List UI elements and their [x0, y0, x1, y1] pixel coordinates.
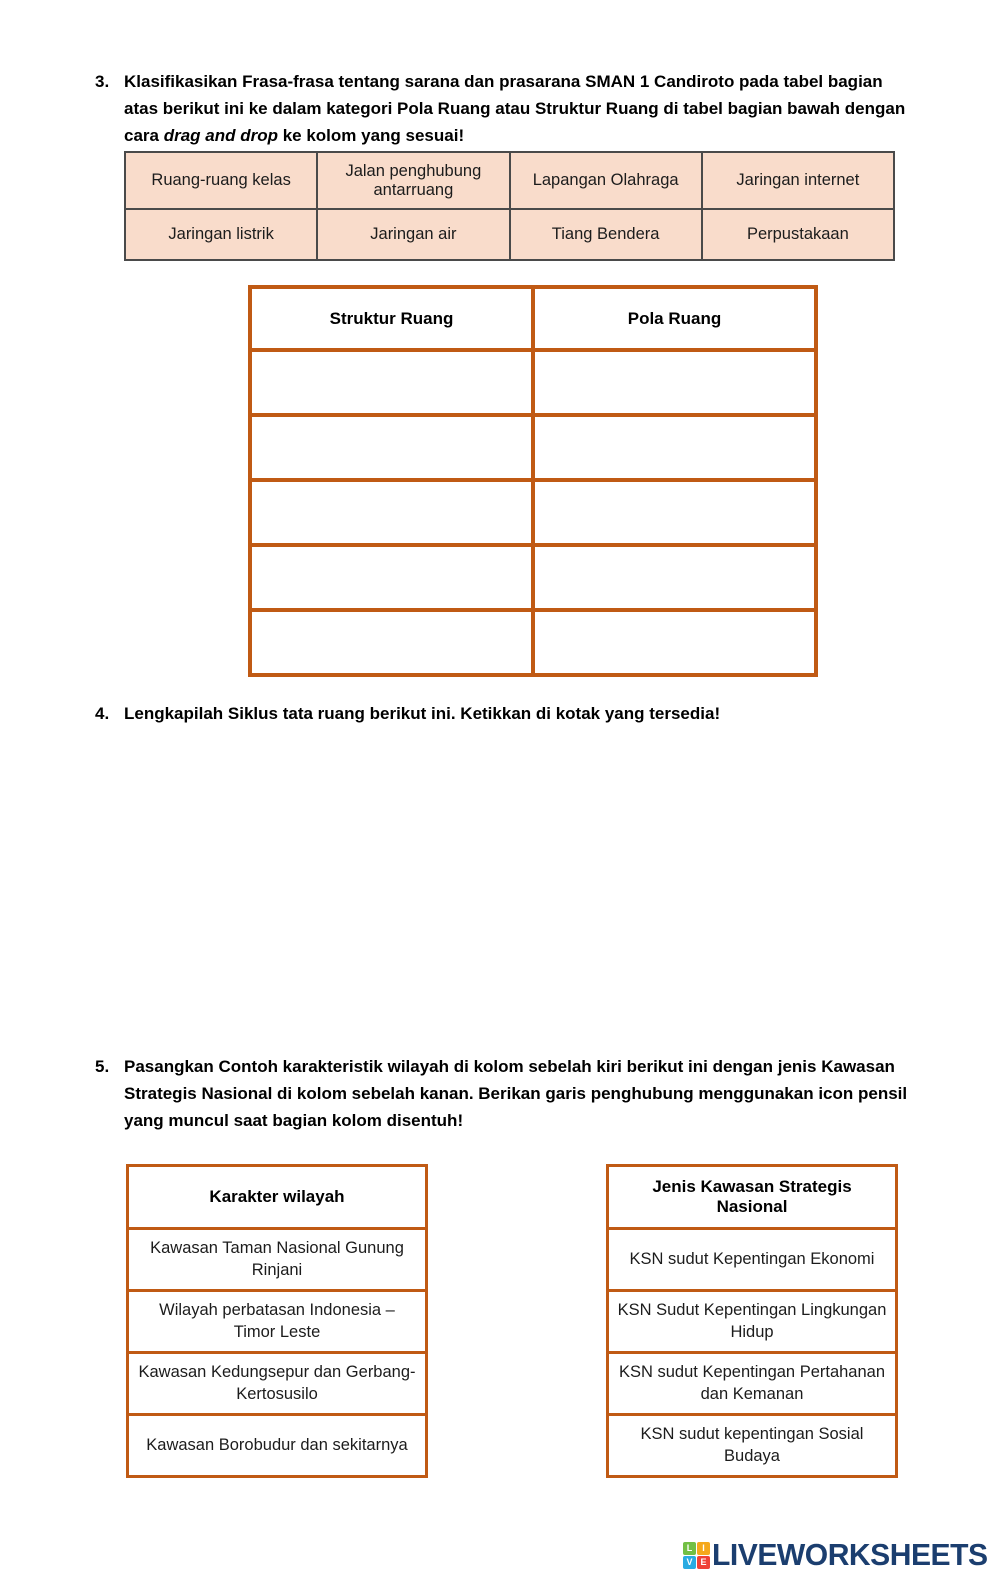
drop-cell[interactable] — [248, 348, 535, 417]
drop-cell[interactable] — [248, 478, 535, 547]
logo-tile-i: I — [697, 1541, 710, 1555]
match-row: KSN sudut kepentingan Sosial Budaya — [606, 1413, 898, 1478]
drag-item[interactable]: Jaringan internet — [700, 151, 896, 210]
match-right-header-row: Jenis Kawasan Strategis Nasional — [606, 1164, 898, 1230]
cycle-diagram — [140, 750, 890, 1045]
liveworksheets-logo[interactable]: L I V E LIVEWORKSHEETS — [683, 1537, 996, 1573]
classification-header-row: Struktur Ruang Pola Ruang — [248, 285, 818, 352]
drop-cell[interactable] — [531, 478, 818, 547]
question-4: 4. Lengkapilah Siklus tata ruang berikut… — [95, 700, 910, 727]
drop-cell[interactable] — [531, 348, 818, 417]
classification-row — [248, 413, 818, 482]
drop-cell[interactable] — [248, 543, 535, 612]
match-item-right[interactable]: KSN sudut kepentingan Sosial Budaya — [606, 1413, 898, 1478]
column-header-pola-ruang: Pola Ruang — [531, 285, 818, 352]
liveworksheets-wordmark: LIVEWORKSHEETS — [712, 1537, 988, 1572]
drag-item[interactable]: Ruang-ruang kelas — [123, 151, 319, 210]
match-right-table: Jenis Kawasan Strategis Nasional KSN sud… — [606, 1164, 898, 1478]
match-item-left[interactable]: Kawasan Borobudur dan sekitarnya — [126, 1413, 428, 1478]
logo-tile-l: L — [683, 1541, 696, 1555]
match-left-header: Karakter wilayah — [126, 1164, 428, 1230]
drop-cell[interactable] — [531, 543, 818, 612]
match-row: KSN sudut Kepentingan Ekonomi — [606, 1227, 898, 1292]
match-row: KSN Sudut Kepentingan Lingkungan Hidup — [606, 1289, 898, 1354]
classification-row — [248, 478, 818, 547]
drag-item[interactable]: Tiang Bendera — [508, 208, 703, 261]
match-item-left[interactable]: Kawasan Kedungsepur dan Gerbang-Kertosus… — [126, 1351, 428, 1416]
liveworksheets-tiles-icon: L I V E — [683, 1541, 710, 1569]
question-3-text-before: Klasifikasikan Frasa-frasa tentang saran… — [124, 72, 906, 145]
drag-items-table: Ruang-ruang kelas Jalan penghubung antar… — [123, 151, 896, 261]
drag-item[interactable]: Jaringan air — [316, 208, 511, 261]
classification-row — [248, 348, 818, 417]
classification-row — [248, 543, 818, 612]
match-left-header-row: Karakter wilayah — [126, 1164, 428, 1230]
question-4-text: Lengkapilah Siklus tata ruang berikut in… — [124, 704, 721, 723]
match-row: Wilayah perbatasan Indonesia – Timor Les… — [126, 1289, 428, 1354]
drop-cell[interactable] — [531, 413, 818, 482]
column-header-struktur-ruang: Struktur Ruang — [248, 285, 535, 352]
question-3-text-italic: drag and drop — [163, 126, 278, 145]
match-item-right[interactable]: KSN Sudut Kepentingan Lingkungan Hidup — [606, 1289, 898, 1354]
match-row: Kawasan Borobudur dan sekitarnya — [126, 1413, 428, 1478]
question-5: 5. Pasangkan Contoh karakteristik wilaya… — [95, 1053, 915, 1134]
question-3-text-after: ke kolom yang sesuai! — [277, 126, 465, 145]
question-3: 3. Klasifikasikan Frasa-frasa tentang sa… — [95, 68, 910, 149]
question-5-text: Pasangkan Contoh karakteristik wilayah d… — [124, 1057, 908, 1130]
drop-cell[interactable] — [531, 608, 818, 677]
match-item-left[interactable]: Wilayah perbatasan Indonesia – Timor Les… — [126, 1289, 428, 1354]
match-row: KSN sudut Kepentingan Pertahanan dan Kem… — [606, 1351, 898, 1416]
drop-cell[interactable] — [248, 608, 535, 677]
drag-item[interactable]: Lapangan Olahraga — [508, 151, 703, 210]
drag-item[interactable]: Jaringan listrik — [123, 208, 319, 261]
drag-items-row: Ruang-ruang kelas Jalan penghubung antar… — [123, 151, 896, 210]
match-right-header: Jenis Kawasan Strategis Nasional — [606, 1164, 898, 1230]
match-item-right[interactable]: KSN sudut Kepentingan Pertahanan dan Kem… — [606, 1351, 898, 1416]
match-row: Kawasan Kedungsepur dan Gerbang-Kertosus… — [126, 1351, 428, 1416]
drag-items-row: Jaringan listrik Jaringan air Tiang Bend… — [123, 208, 896, 261]
drag-item[interactable]: Perpustakaan — [700, 208, 896, 261]
match-left-table: Karakter wilayah Kawasan Taman Nasional … — [126, 1164, 428, 1478]
question-3-text: Klasifikasikan Frasa-frasa tentang saran… — [124, 68, 910, 149]
question-5-number: 5. — [95, 1057, 110, 1076]
match-item-left[interactable]: Kawasan Taman Nasional Gunung Rinjani — [126, 1227, 428, 1292]
drop-cell[interactable] — [248, 413, 535, 482]
match-item-right[interactable]: KSN sudut Kepentingan Ekonomi — [606, 1227, 898, 1292]
question-4-number: 4. — [95, 704, 110, 723]
logo-tile-v: V — [683, 1555, 696, 1569]
match-row: Kawasan Taman Nasional Gunung Rinjani — [126, 1227, 428, 1292]
question-3-number: 3. — [95, 72, 110, 91]
classification-table: Struktur Ruang Pola Ruang — [248, 285, 818, 677]
drag-item[interactable]: Jalan penghubung antarruang — [316, 151, 511, 210]
classification-row — [248, 608, 818, 677]
logo-tile-e: E — [697, 1555, 710, 1569]
